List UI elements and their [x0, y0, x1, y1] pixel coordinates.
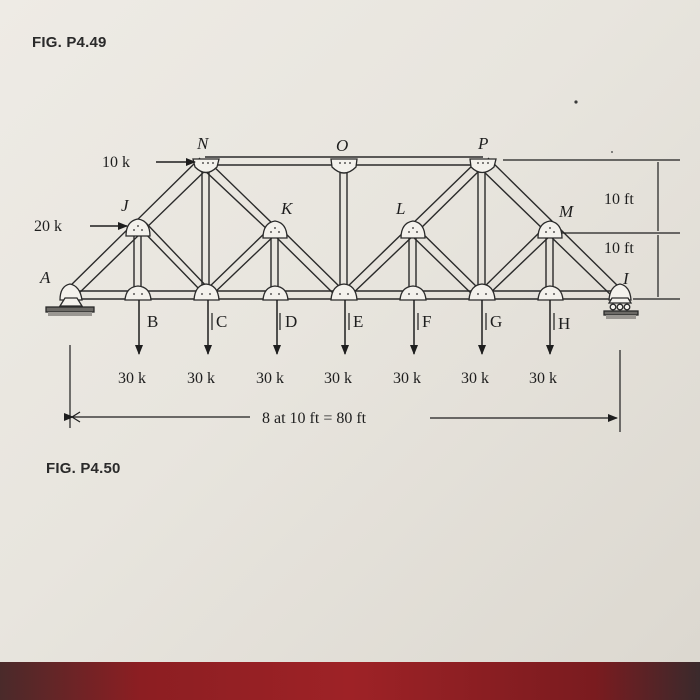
- load-label-g: 30 k: [461, 370, 489, 387]
- gusset-g: [468, 283, 496, 301]
- gusset-e: [330, 283, 358, 301]
- figure-label-p4-50: FIG. P4.50: [46, 460, 121, 477]
- height-dimensions: [503, 159, 680, 300]
- node-label-m: M: [558, 202, 574, 221]
- member-j-c: [139, 222, 211, 293]
- gusset-l: [400, 220, 426, 239]
- gusset-a: [59, 283, 83, 301]
- gusset-o: [330, 158, 358, 174]
- gusset-h: [537, 285, 564, 301]
- member-l-p: [407, 161, 484, 234]
- vertical-load-labels: 30 k 30 k 30 k 30 k 30 k 30 k 30 k: [118, 370, 557, 387]
- textbook-page: [0, 0, 700, 662]
- dim-lower-height: 10 ft: [604, 240, 634, 257]
- member-p-g: [477, 165, 486, 292]
- member-c-k: [204, 227, 279, 296]
- roller-support-i: [603, 297, 639, 319]
- load-label-f: 30 k: [393, 370, 421, 387]
- vertical-load-arrows: [135, 300, 554, 355]
- member-k-d: [270, 232, 279, 292]
- gusset-m: [537, 220, 563, 239]
- member-l-g: [408, 225, 483, 299]
- gusset-b: [124, 285, 152, 301]
- node-label-h: H: [558, 314, 570, 333]
- gusset-k: [262, 220, 288, 239]
- node-label-l: L: [395, 199, 405, 218]
- node-label-c: C: [216, 312, 227, 331]
- node-labels: N O P J K L M A I B C D E F G H: [39, 134, 630, 333]
- horizontal-load-j: 20 k: [34, 218, 128, 235]
- page-specks: [574, 100, 613, 153]
- gusset-j: [125, 218, 151, 237]
- pin-support-a: [45, 297, 95, 316]
- node-label-f: F: [422, 312, 431, 331]
- red-surface-background: [0, 662, 700, 700]
- figure-label-p4-49: FIG. P4.49: [32, 34, 107, 51]
- load-label-j: 20 k: [34, 218, 62, 235]
- load-label-n: 10 k: [102, 154, 130, 171]
- member-g-m: [478, 225, 554, 298]
- span-dimension: [64, 345, 621, 432]
- gusset-c: [193, 283, 220, 301]
- member-k-e: [271, 225, 346, 299]
- load-label-d: 30 k: [256, 370, 284, 387]
- truss-diagram: N O P J K L M A I B C D E F G H 10 k 20 …: [34, 100, 680, 432]
- member-n-c: [201, 165, 210, 292]
- node-label-g: G: [490, 312, 502, 331]
- gusset-p: [469, 158, 497, 174]
- gusset-d: [262, 285, 289, 301]
- dim-span: 8 at 10 ft = 80 ft: [262, 410, 367, 427]
- member-l-f: [408, 232, 417, 292]
- node-label-k: K: [280, 199, 294, 218]
- node-label-p: P: [477, 134, 488, 153]
- gusset-f: [399, 285, 427, 301]
- load-label-b: 30 k: [118, 370, 146, 387]
- label-ticks: [211, 313, 555, 330]
- gusset-i: [608, 283, 632, 301]
- member-e-l: [341, 225, 417, 298]
- node-label-b: B: [147, 312, 158, 331]
- node-label-o: O: [336, 136, 348, 155]
- load-label-e: 30 k: [324, 370, 352, 387]
- node-label-n: N: [196, 134, 210, 153]
- member-n-k: [201, 159, 275, 233]
- node-label-d: D: [285, 312, 297, 331]
- node-label-i: I: [622, 269, 630, 288]
- member-o-e: [339, 165, 348, 292]
- member-m-h: [545, 232, 554, 292]
- rivets: [133, 162, 555, 295]
- gusset-plates: [59, 158, 632, 301]
- node-label-a: A: [39, 268, 51, 287]
- dim-upper-height: 10 ft: [604, 191, 634, 208]
- node-label-j: J: [121, 196, 130, 215]
- horizontal-load-n: 10 k: [102, 154, 196, 171]
- load-label-c: 30 k: [187, 370, 215, 387]
- member-j-b: [133, 230, 142, 292]
- node-label-e: E: [353, 312, 363, 331]
- gusset-n: [192, 158, 220, 174]
- load-label-h: 30 k: [529, 370, 557, 387]
